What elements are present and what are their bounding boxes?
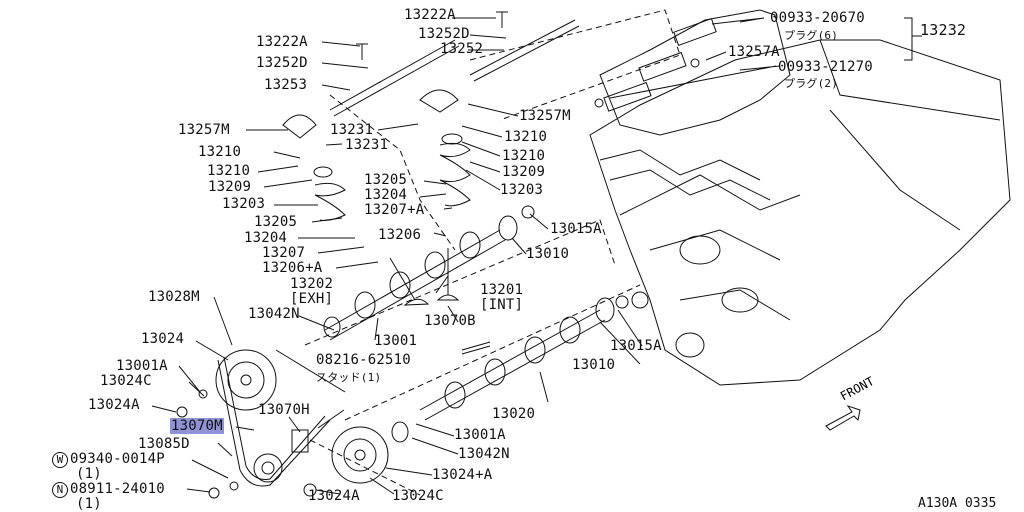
label-13207-l: 13207 xyxy=(262,245,306,261)
label-13205-l: 13205 xyxy=(254,214,298,230)
label-13070M[interactable]: 13070M xyxy=(170,418,224,434)
label-13024C-left: 13024C xyxy=(100,373,152,389)
intake-valve xyxy=(436,248,460,301)
label-13204-l: 13204 xyxy=(244,230,288,246)
rocker-shaft-right xyxy=(469,19,576,76)
label-13231-a: 13231 xyxy=(330,122,374,138)
engine-block xyxy=(589,39,1011,386)
label-13024A-left: 13024A xyxy=(88,397,140,413)
label-13028M: 13028M xyxy=(148,289,200,305)
label-00933-21270: 00933-21270 xyxy=(778,59,873,75)
label-13001: 13001 xyxy=(374,333,418,349)
label-13015A-bot: 13015A xyxy=(610,338,662,354)
label-13257M-right: 13257M xyxy=(519,108,571,124)
label-13042N-top: 13042N xyxy=(248,306,300,322)
label-13085D: 13085D xyxy=(138,436,190,452)
front-arrow xyxy=(825,405,861,431)
label-13010-bot: 13010 xyxy=(572,357,616,373)
label-13231-b: 13231 xyxy=(345,137,389,153)
camshaft-lower xyxy=(419,309,601,411)
timing-belt xyxy=(217,349,346,487)
label-13001A-bot: 13001A xyxy=(454,427,506,443)
label-int: [INT] xyxy=(480,297,524,313)
label-13210-r2: 13210 xyxy=(502,148,546,164)
tensioner-pulley xyxy=(253,453,283,483)
label-13232: 13232 xyxy=(920,21,967,39)
label-13070B: 13070B xyxy=(424,313,476,329)
label-exh: [EXH] xyxy=(290,291,334,307)
label-13010-top: 13010 xyxy=(526,246,570,262)
exhaust-valve xyxy=(389,257,430,306)
label-13222A-top: 13222A xyxy=(404,7,456,23)
label-13252-top: 13252 xyxy=(440,41,484,57)
label-08216-62510: 08216-62510 xyxy=(316,352,411,368)
label-13024: 13024 xyxy=(141,331,185,347)
label-plug-2: プラグ(2) xyxy=(784,77,839,90)
label-13015A-top: 13015A xyxy=(550,221,602,237)
cylinder-head-cover xyxy=(599,9,791,136)
label-qty-1-b: (1) xyxy=(76,496,102,512)
label-13252D-top: 13252D xyxy=(418,26,470,42)
label-13210-r1: 13210 xyxy=(504,129,548,145)
label-00933-20670: 00933-20670 xyxy=(770,10,865,26)
washer-symbol: W xyxy=(52,452,68,468)
label-13209-l: 13209 xyxy=(208,179,252,195)
label-13203-r: 13203 xyxy=(500,182,544,198)
label-13206-c: 13206 xyxy=(378,227,422,243)
label-13252D-left: 13252D xyxy=(256,55,308,71)
label-13024-plus-A: 13024+A xyxy=(432,467,493,483)
highlighted-part-number[interactable]: 13070M xyxy=(170,418,224,434)
label-13257M-left: 13257M xyxy=(178,122,230,138)
label-plug-6: プラグ(6) xyxy=(784,29,839,42)
label-13202: 13202 xyxy=(290,276,334,292)
label-13205-c: 13205 xyxy=(364,172,408,188)
label-13201: 13201 xyxy=(480,282,524,298)
label-13222A-left: 13222A xyxy=(256,34,308,50)
label-13253: 13253 xyxy=(264,77,308,93)
label-13001A-left: 13001A xyxy=(116,358,168,374)
label-qty-1-a: (1) xyxy=(76,466,102,482)
label-13042N-bot: 13042N xyxy=(458,446,510,462)
label-stud: スタッド(1) xyxy=(316,371,382,384)
camshaft-upper xyxy=(324,229,501,331)
label-13207A-c: 13207+A xyxy=(364,202,425,218)
rocker-shaft-left xyxy=(329,39,456,111)
label-13024C-bot: 13024C xyxy=(392,488,444,504)
cam-sprocket-lower xyxy=(331,426,389,484)
label-13210-l1: 13210 xyxy=(198,144,242,160)
label-13203-l: 13203 xyxy=(222,196,266,212)
label-13206A-l: 13206+A xyxy=(262,260,323,276)
label-13209-r: 13209 xyxy=(502,164,546,180)
label-13257A: 13257A xyxy=(728,44,780,60)
cam-sprocket-upper xyxy=(215,349,277,411)
label-13204-c: 13204 xyxy=(364,187,408,203)
label-13070H: 13070H xyxy=(258,402,310,418)
label-13020: 13020 xyxy=(492,406,536,422)
drawing-code: A130A 0335 xyxy=(918,496,997,511)
nut-symbol: N xyxy=(52,482,68,498)
label-13210-l2: 13210 xyxy=(207,163,251,179)
label-13024A-bot: 13024A xyxy=(308,488,360,504)
